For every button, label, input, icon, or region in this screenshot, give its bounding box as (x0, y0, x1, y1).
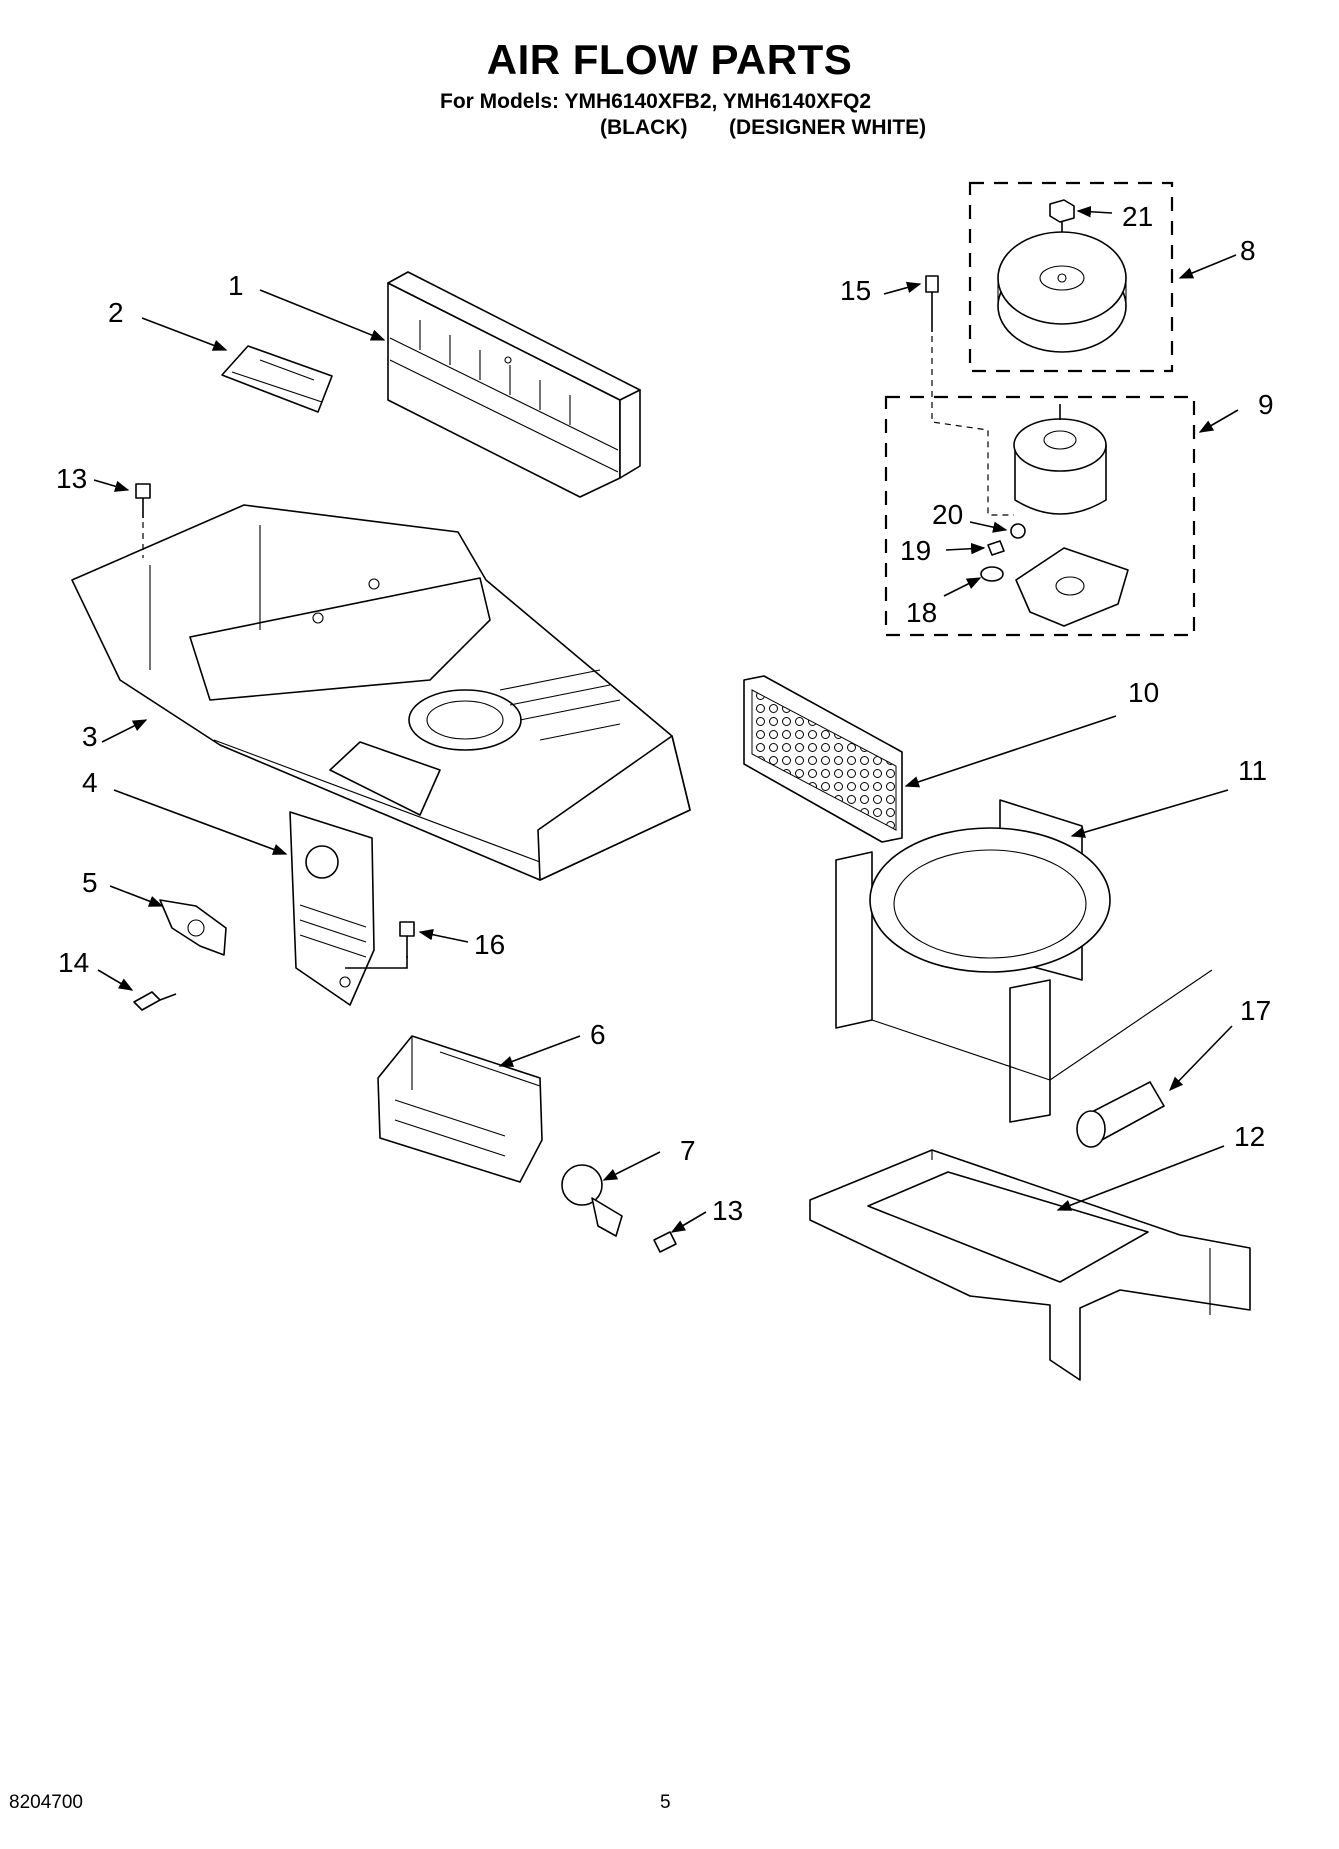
part-3-base-duct (71, 504, 691, 881)
leader-lines (93, 206, 1239, 1233)
part-15-screw (925, 275, 1014, 516)
part-14-screw (133, 991, 177, 1011)
callout-1: 1 (228, 270, 244, 301)
callout-labels: 1 2 3 4 5 14 13 16 6 7 13 15 21 8 9 20 1… (56, 201, 1274, 1226)
callout-9: 9 (1258, 389, 1274, 420)
part-7-lamp-socket (561, 1164, 623, 1237)
motor-mount-plate (1015, 547, 1129, 627)
part-12-base-plate (809, 1149, 1251, 1381)
callout-6: 6 (590, 1019, 606, 1050)
blower-wheel-group-box (968, 181, 1174, 373)
callout-2: 2 (108, 297, 124, 328)
callout-15: 15 (840, 275, 871, 306)
callout-16: 16 (474, 929, 505, 960)
part-2-damper (221, 345, 333, 413)
part-9-motor (1013, 404, 1107, 515)
callout-5: 5 (82, 867, 98, 898)
callout-13-upper: 13 (56, 463, 87, 494)
part-19-clip (987, 540, 1005, 556)
callout-3: 3 (82, 721, 98, 752)
part-20-nut (1010, 523, 1026, 539)
callout-7: 7 (680, 1135, 696, 1166)
page-title: AIR FLOW PARTS (486, 36, 853, 83)
callout-19: 19 (900, 535, 931, 566)
motor-group-box (884, 395, 1196, 637)
callout-10: 10 (1128, 677, 1159, 708)
part-13-screw-upper (135, 483, 151, 558)
part-17-capacitor (1076, 1081, 1165, 1148)
document-number: 8204700 (9, 1792, 83, 1813)
models-line: For Models: YMH6140XFB2, YMH6140XFQ2 (440, 90, 872, 113)
callout-21: 21 (1122, 201, 1153, 232)
part-1-grille-box (387, 271, 641, 498)
callout-18: 18 (906, 597, 937, 628)
part-4-bracket (289, 811, 375, 1006)
page-number: 5 (660, 1792, 671, 1813)
callout-20: 20 (932, 499, 963, 530)
part-18-washer (980, 566, 1004, 582)
part-6-heater-box (377, 1035, 543, 1183)
variant-white: (DESIGNER WHITE) (729, 116, 927, 139)
callout-12: 12 (1234, 1121, 1265, 1152)
callout-8: 8 (1240, 235, 1256, 266)
variant-black: (BLACK) (600, 116, 688, 139)
part-13-screw-lower (653, 1231, 677, 1253)
part-10-filter (743, 675, 903, 843)
callout-13-lower: 13 (712, 1195, 743, 1226)
callout-4: 4 (82, 767, 98, 798)
part-11-blower-housing (835, 799, 1213, 1123)
part-16-screw (345, 921, 415, 969)
part-5-thermal-cutout (159, 899, 227, 956)
callout-11: 11 (1238, 755, 1267, 786)
callout-14: 14 (58, 947, 89, 978)
part-8-blower-wheel (997, 231, 1127, 353)
callout-17: 17 (1240, 995, 1271, 1026)
